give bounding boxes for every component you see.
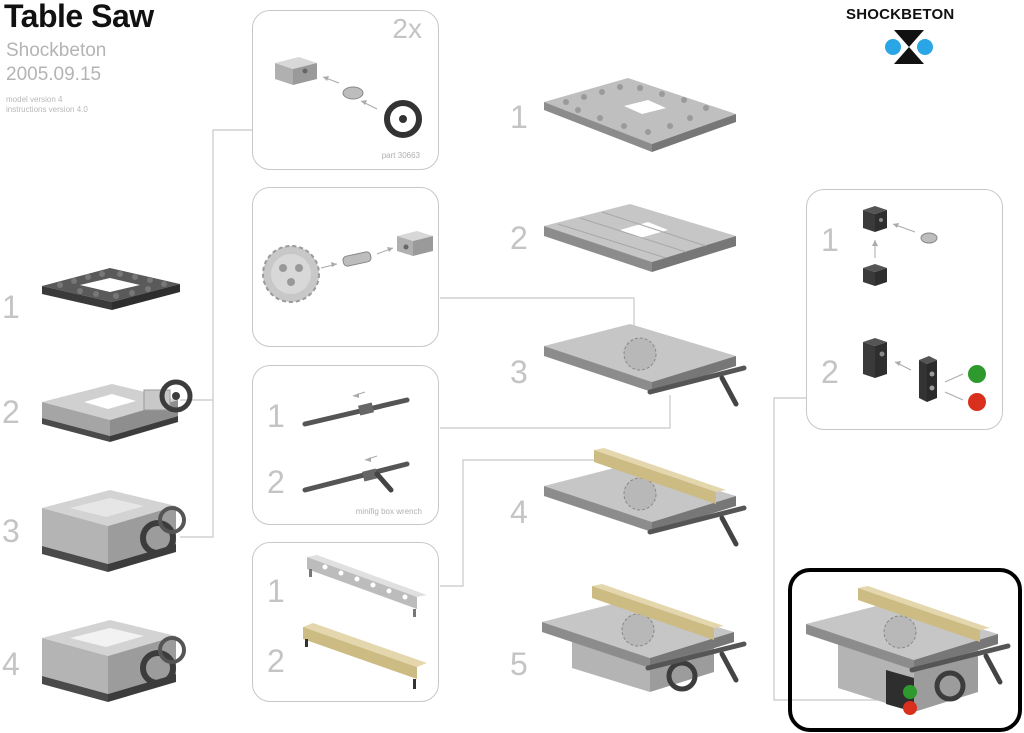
connector-right-to-final — [773, 397, 880, 701]
switch-parts-illustration — [863, 206, 986, 411]
page-title: Table Saw — [4, 0, 154, 34]
connector-axle-to-mid3 — [440, 395, 671, 429]
axle-parts-illustration — [302, 391, 410, 493]
fence-step-number-1: 1 — [267, 573, 285, 609]
axle-subassembly-panel: 1 2 minifig box wrench — [252, 365, 439, 525]
wheel-count-label: 2x — [392, 13, 422, 44]
instructions-version: instructions version 4.0 — [6, 105, 88, 114]
wheel-subassembly-panel: 2x part 30663 — [252, 10, 439, 170]
fence-step-number-2: 2 — [267, 643, 285, 679]
connector-fence-to-mid4 — [440, 459, 596, 587]
fence-parts-illustration — [303, 555, 427, 689]
connector-gear-to-mid3 — [440, 297, 635, 335]
axle-step-number-2: 2 — [267, 464, 285, 500]
middle-step-number-4: 4 — [510, 494, 528, 530]
left-step-number-3: 3 — [2, 513, 20, 549]
wheel-parts-illustration — [275, 57, 422, 138]
wheel-part-caption: part 30663 — [381, 151, 420, 160]
mid-step5-table-saw-model — [542, 584, 747, 692]
middle-step-number-2: 2 — [510, 220, 528, 256]
brand-logo-icon — [885, 30, 933, 64]
left-step2-base-model — [42, 379, 193, 442]
connector-wheel-to-step3 — [180, 400, 214, 538]
model-version: model version 4 — [6, 95, 63, 104]
middle-step-number-3: 3 — [510, 354, 528, 390]
final-model-frame — [788, 568, 1022, 732]
mid-step3-table-model — [544, 324, 747, 407]
gear-subassembly-panel — [252, 187, 439, 347]
brand-name: SHOCKBETON — [846, 6, 955, 23]
author-name: Shockbeton — [6, 40, 107, 61]
switch-step-number-2: 2 — [821, 354, 839, 390]
connector-wheel-to-step2 — [180, 129, 252, 401]
mid-step1-plate-model — [544, 78, 736, 152]
fence-subassembly-panel: 1 2 — [252, 542, 439, 702]
left-step1-plate-model — [42, 268, 180, 310]
left-step4-box-model — [42, 620, 186, 702]
left-step-number-1: 1 — [2, 289, 20, 325]
middle-step-number-5: 5 — [510, 646, 528, 682]
switch-step-number-1: 1 — [821, 222, 839, 258]
left-step-number-4: 4 — [2, 646, 20, 682]
switch-subassembly-panel: 1 2 — [806, 189, 1003, 430]
left-step-number-2: 2 — [2, 394, 20, 430]
final-table-saw-model — [806, 586, 1011, 715]
gear-parts-illustration — [262, 231, 433, 303]
axle-part-caption: minifig box wrench — [355, 507, 422, 516]
axle-step-number-1: 1 — [267, 398, 285, 434]
date-label: 2005.09.15 — [6, 64, 102, 85]
mid-step4-table-fence-model — [544, 448, 747, 547]
mid-step2-table-top-model — [544, 204, 736, 272]
middle-step-number-1: 1 — [510, 99, 528, 135]
left-step3-box-model — [42, 490, 186, 572]
